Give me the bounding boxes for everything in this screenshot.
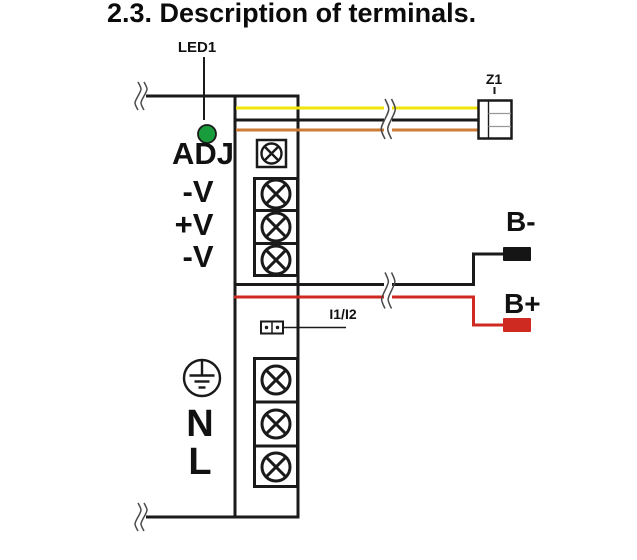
terminal-screw-icon (260, 178, 292, 210)
b-plus-wire (234, 295, 503, 327)
led1-indicator (197, 124, 217, 144)
neutral-label: N (186, 403, 214, 445)
jumper-label: I1/I2 (329, 306, 357, 322)
terminal-screw-icon (260, 408, 292, 440)
v-minus-bottom-label: -V (182, 239, 214, 274)
line-label: L (188, 441, 212, 483)
b-minus-wire (234, 252, 503, 286)
v-minus-top-label: -V (182, 174, 214, 209)
terminal-screw-icon (260, 244, 292, 276)
wire-break-icon (380, 98, 396, 140)
wire-break-icon (380, 272, 396, 309)
terminal-screw-icon (260, 142, 283, 165)
terminal-screw-icon (260, 211, 292, 243)
z1-connector (477, 87, 513, 140)
wire-break-icon (134, 81, 148, 111)
page-title: 2.3. Description of terminals. (107, 0, 477, 28)
wire-break-icon (134, 502, 148, 532)
earth-ground-icon (182, 358, 222, 398)
b-minus-label: B- (506, 206, 536, 237)
adj-terminal (255, 138, 288, 169)
b-minus-connector (503, 247, 531, 261)
v-plus-label: +V (174, 207, 214, 242)
ac-terminal-block (253, 357, 299, 488)
terminal-screw-icon (260, 364, 292, 396)
dc-terminal-block (253, 177, 299, 277)
jumper-i1-i2 (260, 320, 346, 335)
led1-label: LED1 (177, 39, 217, 56)
z1-label: Z1 (485, 71, 503, 87)
b-plus-label: B+ (504, 288, 541, 319)
b-plus-connector (503, 318, 531, 332)
terminal-screw-icon (260, 451, 292, 483)
adj-label: ADJ (171, 136, 235, 171)
